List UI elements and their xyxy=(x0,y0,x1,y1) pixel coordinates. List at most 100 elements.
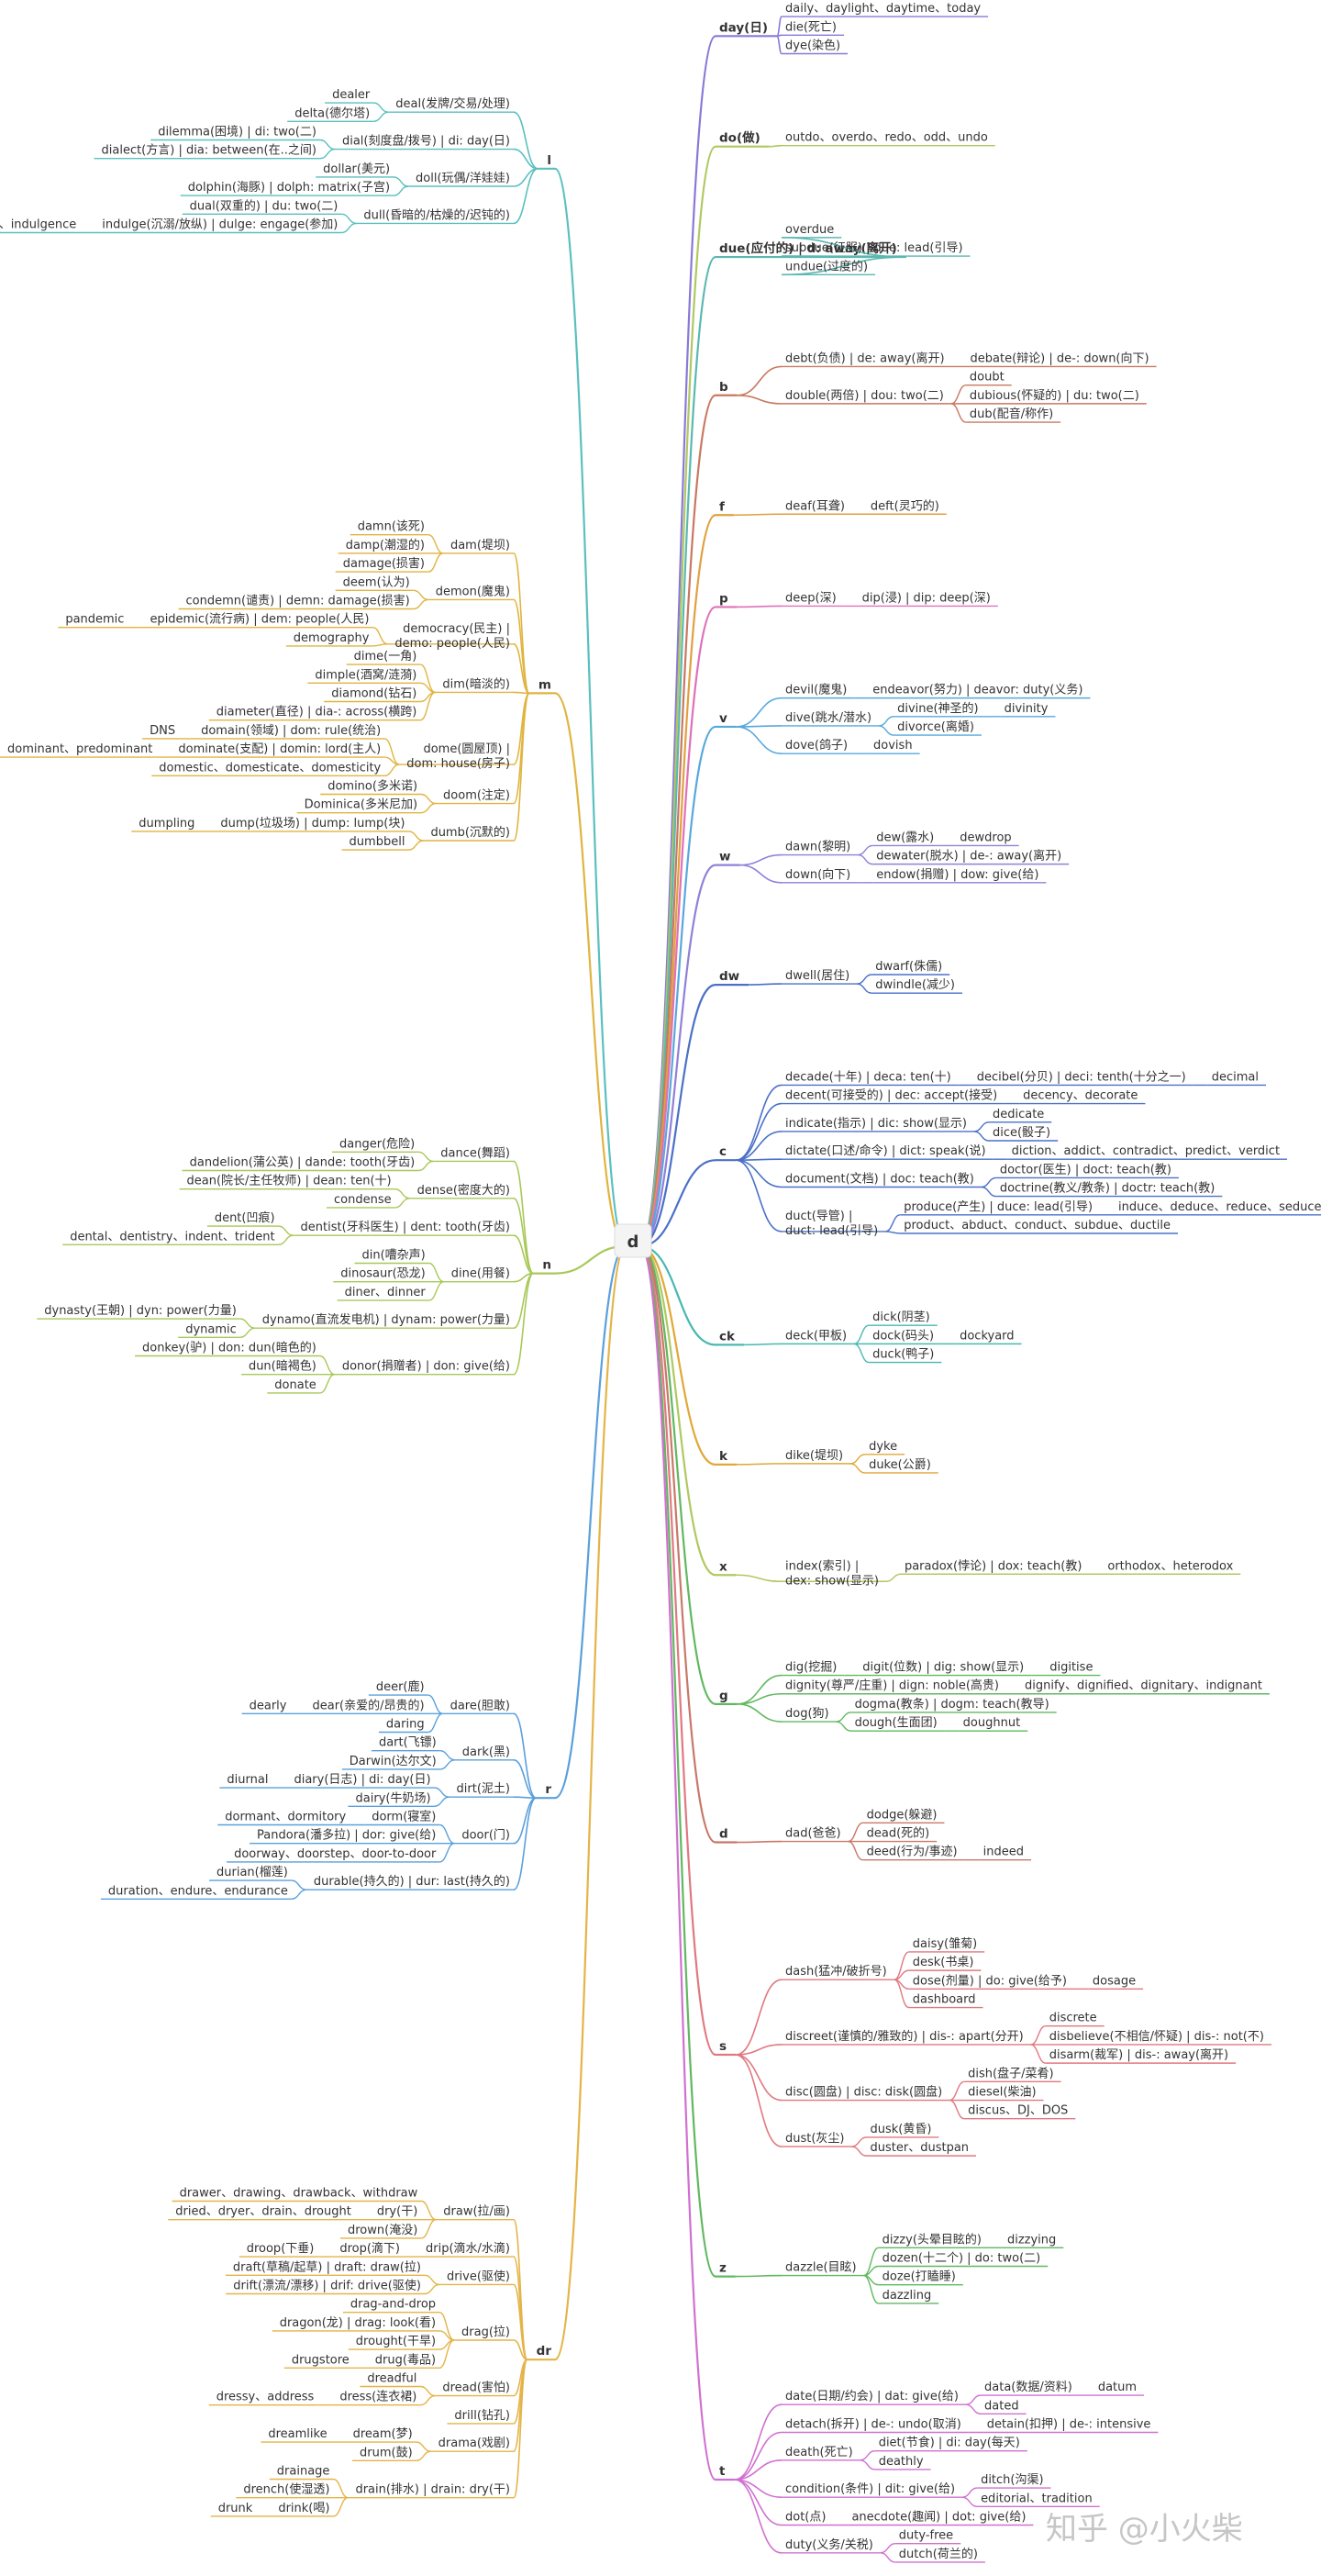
branch-label-dw: dw xyxy=(719,969,739,984)
edge xyxy=(949,2099,965,2120)
node-label-duster-dustpan: duster、dustpan xyxy=(871,2141,970,2155)
node-label-discreet-dis-apart: discreet(谨慎的/雅致的) | dis-: apart(分开) xyxy=(785,2029,1024,2044)
node-label-datum: datum xyxy=(1098,2381,1137,2394)
edge xyxy=(373,111,389,122)
node-label-diurnal: diurnal xyxy=(227,1773,268,1787)
edge xyxy=(427,1712,443,1734)
node-label-dream: dream(梦) xyxy=(353,2427,413,2441)
node-label-demon: demon(魔鬼) xyxy=(436,584,510,598)
node-label-dreamlike: dreamlike xyxy=(268,2427,327,2441)
node-label-darwin: Darwin(达尔文) xyxy=(350,1755,437,1768)
node-label-dial-di-day: dial(刻度盘/拨号) | di: day(日) xyxy=(342,134,510,149)
edge xyxy=(858,853,873,865)
edge xyxy=(737,1703,783,1723)
edge xyxy=(420,691,436,721)
branch-w xyxy=(639,864,716,1248)
node-label-dark: dark(黑) xyxy=(462,1745,510,1759)
edge xyxy=(513,1797,537,1845)
node-label-indicate-dic-show: indicate(指示) | dic: show(显示) xyxy=(785,1117,967,1131)
node-label-dawn: dawn(黎明) xyxy=(785,841,850,854)
edge xyxy=(393,185,409,196)
node-label-doze: doze(打瞌睡) xyxy=(883,2270,956,2284)
node-label-dominate-domin-lord: dominate(支配) | domin: lord(主人) xyxy=(178,742,381,756)
node-label-drift-drif-drive: drift(漂流/漂移) | drif: drive(驱使) xyxy=(233,2279,421,2293)
node-label-duty: duty(义务/关税) xyxy=(785,2537,873,2552)
branch-x xyxy=(639,1244,716,1577)
node-label-dubious-du-two: dubious(怀疑的) | du: two(二) xyxy=(970,388,1139,403)
edge xyxy=(420,2385,436,2397)
node-label-diner-dinner: diner、dinner xyxy=(345,1286,427,1299)
branch-label-m: m xyxy=(538,677,551,692)
node-label-deed: deed(行为/事迹) xyxy=(867,1846,958,1859)
edge xyxy=(513,1797,537,1890)
edge xyxy=(394,1188,410,1199)
node-label-dentist-dent-tooth: dentist(牙科医生) | dent: tooth(牙齿) xyxy=(301,1221,510,1234)
edge xyxy=(408,831,424,842)
node-label-durian: durian(榴莲) xyxy=(216,1866,288,1879)
node-label-dirt: dirt(泥土) xyxy=(457,1782,510,1796)
edge xyxy=(427,552,444,573)
node-label-dike: dike(堤坝) xyxy=(785,1449,843,1463)
edge xyxy=(735,1102,783,1161)
node-label-epidemic-dem-people: epidemic(流行病) | dem: people(人民) xyxy=(150,613,369,627)
edge xyxy=(513,2339,527,2360)
edge xyxy=(858,844,873,856)
edge xyxy=(513,1759,537,1799)
branch-label-v: v xyxy=(719,711,727,726)
edge xyxy=(427,534,444,554)
node-label-down: down(向下) xyxy=(785,867,850,882)
edge xyxy=(734,2431,783,2481)
edge xyxy=(420,793,437,805)
node-label-doll: doll(玩偶/洋娃娃) xyxy=(416,172,510,185)
node-label-dialect-dia-between: dialect(方言) | dia: between(在..之间) xyxy=(102,143,316,158)
edge xyxy=(749,983,783,986)
node-label-drama: drama(戏剧) xyxy=(438,2437,510,2450)
edge xyxy=(860,2450,875,2461)
branch-z xyxy=(639,1244,716,2278)
node-label-drive: drive(驱使) xyxy=(447,2269,510,2283)
node-label-dex-show: dex: show(显示) xyxy=(785,1574,879,1588)
center-label: d xyxy=(627,1232,639,1252)
node-label-democracy: democracy(民主) | xyxy=(403,622,510,636)
node-label-dun: dun(暗褐色) xyxy=(249,1359,316,1374)
node-label-die: die(死亡) xyxy=(785,20,837,34)
branch-due-d-away xyxy=(639,255,716,1248)
node-label-doctrine-doctr-teach: doctrine(教义/教条) | doctr: teach(教) xyxy=(1000,1181,1215,1196)
branch-label-r: r xyxy=(545,1782,551,1797)
edge xyxy=(416,2450,431,2461)
node-label-decibel-deci-tenth: decibel(分贝) | deci: tenth(十分之一) xyxy=(977,1070,1186,1084)
branch-g xyxy=(639,1244,716,1705)
edge xyxy=(291,1879,306,1890)
node-label-dreadful: dreadful xyxy=(367,2372,416,2386)
node-label-drink: drink(喝) xyxy=(278,2502,329,2515)
node-label-dear: dear(亲爱的/昂贵的) xyxy=(312,1698,424,1712)
branch-d xyxy=(639,1244,716,1844)
node-label-dominica: Dominica(多米尼加) xyxy=(305,797,417,812)
edge xyxy=(513,1712,537,1799)
node-label-dearly: dearly xyxy=(250,1699,287,1712)
node-label-demography: demography xyxy=(294,631,370,645)
node-label-doughnut: doughnut xyxy=(963,1716,1021,1730)
branch-label-b: b xyxy=(719,380,728,395)
node-label-digit-dig-show: digit(位数) | dig: show(显示) xyxy=(862,1661,1024,1675)
node-label-drought: drought(干旱) xyxy=(356,2335,436,2348)
edge xyxy=(885,1214,901,1232)
node-label-dictate-dict-speak: dictate(口述/命令) | dict: speak(说) xyxy=(785,1143,986,1158)
edge xyxy=(513,1796,537,1799)
edge xyxy=(737,605,783,608)
node-label-drainage: drainage xyxy=(277,2465,330,2479)
edge xyxy=(769,144,783,148)
edge xyxy=(885,1573,902,1582)
node-label-dew: dew(露水) xyxy=(876,831,934,844)
node-label-dynasty-dyn-power: dynasty(王朝) | dyn: power(力量) xyxy=(44,1304,237,1318)
node-label-durable-dur-last: durable(持久的) | dur: last(持久的) xyxy=(314,1874,510,1889)
node-label-dolphin-dolph-matrix: dolphin(海豚) | dolph: matrix(子宫) xyxy=(188,181,390,195)
node-label-dress: dress(连衣裙) xyxy=(339,2390,416,2404)
node-label-drench: drench(使湿透) xyxy=(243,2482,329,2497)
edge xyxy=(513,1272,535,1376)
node-label-drum: drum(鼓) xyxy=(360,2446,413,2459)
branch-label-g: g xyxy=(719,1689,728,1703)
edge xyxy=(735,1131,783,1161)
node-label-door: door(门) xyxy=(461,1829,510,1843)
edge xyxy=(857,974,872,985)
